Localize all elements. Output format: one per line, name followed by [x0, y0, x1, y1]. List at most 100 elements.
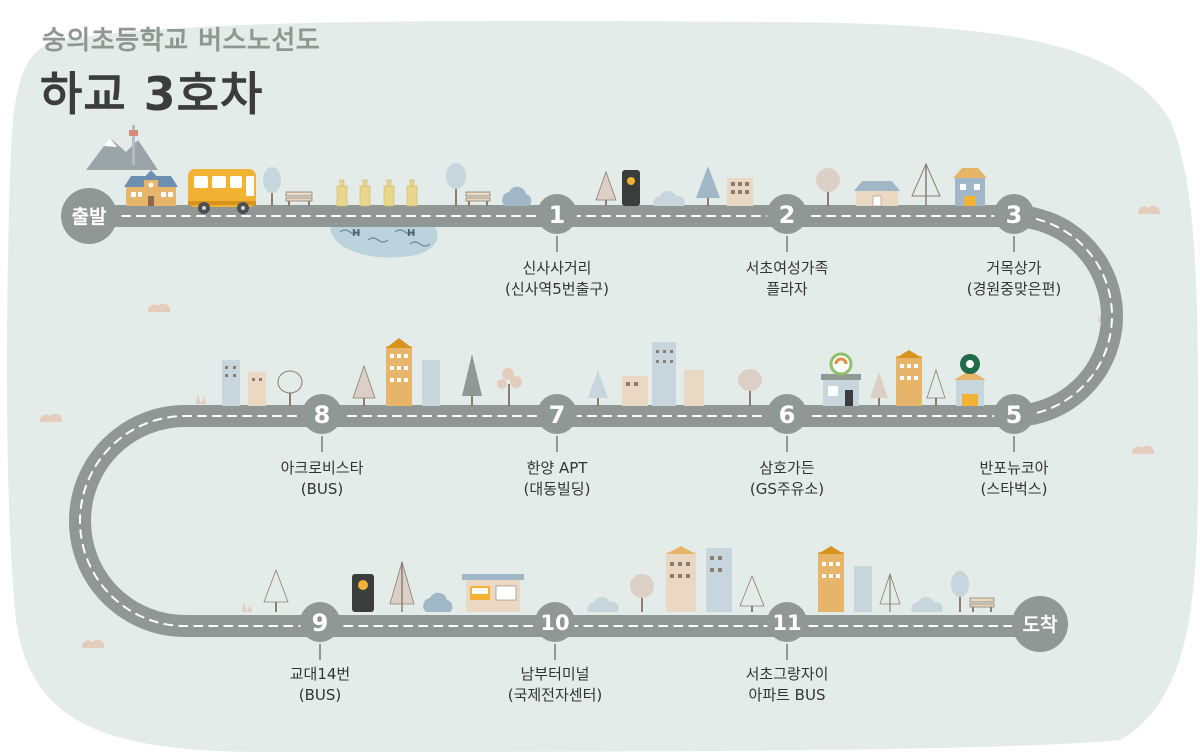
- stop-marker-9: 9: [300, 602, 340, 660]
- building-icon: [622, 342, 704, 406]
- tree-icon: [588, 370, 608, 406]
- road: [69, 205, 1123, 637]
- stop-name: 신사사거리: [522, 259, 592, 277]
- svg-text:6: 6: [779, 401, 796, 429]
- stop-name: 아크로비스타: [280, 459, 364, 477]
- stop-name: 거목상가: [986, 259, 1042, 277]
- svg-text:10: 10: [540, 611, 569, 635]
- stop-detail: 플라자: [766, 280, 808, 298]
- stop-detail: 아파트 BUS: [748, 686, 826, 704]
- building-icon: [727, 178, 753, 206]
- tree-icon: [739, 574, 765, 612]
- svg-text:1: 1: [549, 201, 566, 229]
- plant-icon: [196, 394, 206, 404]
- bench-icon: [969, 597, 995, 612]
- svg-text:8: 8: [314, 401, 331, 429]
- stop-detail: (BUS): [298, 686, 342, 704]
- apartment-building-icon: [896, 350, 922, 406]
- stop-marker-11: 11: [767, 602, 807, 660]
- tree-icon: [595, 170, 617, 206]
- svg-text:2: 2: [779, 201, 796, 229]
- stop-label-10: 남부터미널 (국제전자센터): [465, 664, 645, 706]
- gas-station-icon: [821, 352, 861, 406]
- bush-icon: [653, 191, 685, 206]
- bush-icon: [911, 597, 943, 612]
- stop-label-11: 서초그랑자이 아파트 BUS: [697, 664, 877, 706]
- stop-marker-6: 6: [767, 394, 807, 452]
- stop-label-6: 삼호가든 (GS주유소): [697, 458, 877, 500]
- building-icon: [222, 360, 266, 406]
- tree-icon: [816, 168, 840, 206]
- tree-icon: [277, 370, 303, 406]
- stop-detail: (스타벅스): [980, 480, 1048, 498]
- bush-icon: [587, 597, 619, 612]
- stop-marker-7: 7: [537, 394, 577, 452]
- apartment-building-icon: [666, 546, 732, 612]
- stop-name: 반포뉴코아: [979, 459, 1049, 477]
- svg-text:11: 11: [772, 611, 801, 635]
- bench-icon: [465, 191, 491, 206]
- stop-marker-8: 8: [302, 394, 342, 452]
- stop-label-1: 신사사거리 (신사역5번출구): [467, 258, 647, 300]
- bush-icon: [423, 592, 453, 612]
- apartment-building-icon: [818, 546, 872, 612]
- bus-stop-sign-icon: [352, 574, 374, 612]
- starbucks-shop-icon: [954, 354, 986, 406]
- route-subtitle: 숭의초등학교 버스노선도: [42, 26, 321, 56]
- stop-detail: (GS주유소): [749, 480, 825, 498]
- svg-text:9: 9: [312, 609, 329, 637]
- tree-icon: [926, 368, 946, 406]
- svg-text:5: 5: [1006, 401, 1023, 429]
- stop-label-8: 아크로비스타 (BUS): [232, 458, 412, 500]
- stop-name: 서초그랑자이: [745, 665, 829, 683]
- stop-marker-3: 3: [994, 194, 1034, 252]
- stop-label-7: 한양 APT (대동빌딩): [467, 458, 647, 500]
- svg-text:3: 3: [1006, 201, 1023, 229]
- start-label: 출발: [72, 206, 107, 228]
- stop-marker-2: 2: [767, 194, 807, 252]
- stop-detail: (BUS): [300, 480, 344, 498]
- tree-icon: [352, 364, 376, 406]
- plant-icon: [242, 602, 252, 612]
- stop-detail: (국제전자센터): [507, 686, 603, 704]
- stop-detail: (대동빌딩): [523, 480, 591, 498]
- school-bus-icon: [188, 169, 256, 214]
- bus-stop-sign-icon: [622, 170, 640, 206]
- tree-icon: [696, 166, 720, 206]
- stop-name: 서초여성가족: [745, 259, 829, 277]
- stop-name: 한양 APT: [526, 459, 588, 477]
- start-marker: [61, 188, 117, 244]
- tree-icon: [870, 372, 888, 406]
- pine-tree-icon: [911, 162, 941, 206]
- tree-icon: [738, 369, 762, 406]
- bus-terminal-icon: [462, 574, 524, 612]
- stop-marker-1: 1: [537, 194, 577, 252]
- mountain-icon: [86, 125, 158, 170]
- tree-icon: [446, 163, 466, 206]
- svg-text:H: H: [352, 228, 360, 239]
- route-title: 하교 3호차: [40, 67, 264, 121]
- svg-text:7: 7: [549, 401, 566, 429]
- lake-icon: H H: [330, 222, 438, 258]
- stop-name: 삼호가든: [759, 459, 815, 477]
- apartment-building-icon: [386, 338, 440, 406]
- bush-icon: [502, 186, 532, 206]
- tree-icon: [497, 368, 522, 406]
- shop-building-icon: [953, 168, 987, 206]
- pine-tree-icon: [462, 354, 482, 406]
- bench-icon: [285, 191, 313, 206]
- end-label: 도착: [1023, 614, 1058, 636]
- svg-text:H: H: [407, 228, 415, 239]
- end-marker: [1012, 596, 1068, 652]
- stop-marker-10: 10: [535, 602, 575, 660]
- stop-detail: (신사역5번출구): [504, 280, 610, 298]
- stop-name: 남부터미널: [520, 665, 590, 683]
- tree-icon: [263, 167, 281, 206]
- stop-label-2: 서초여성가족 플라자: [697, 258, 877, 300]
- stop-marker-5: 5: [994, 394, 1034, 452]
- tree-icon: [951, 571, 969, 612]
- tree-icon: [263, 568, 289, 612]
- stop-label-3: 거목상가 (경원중맞은편): [924, 258, 1104, 300]
- stop-detail: (경원중맞은편): [966, 280, 1062, 298]
